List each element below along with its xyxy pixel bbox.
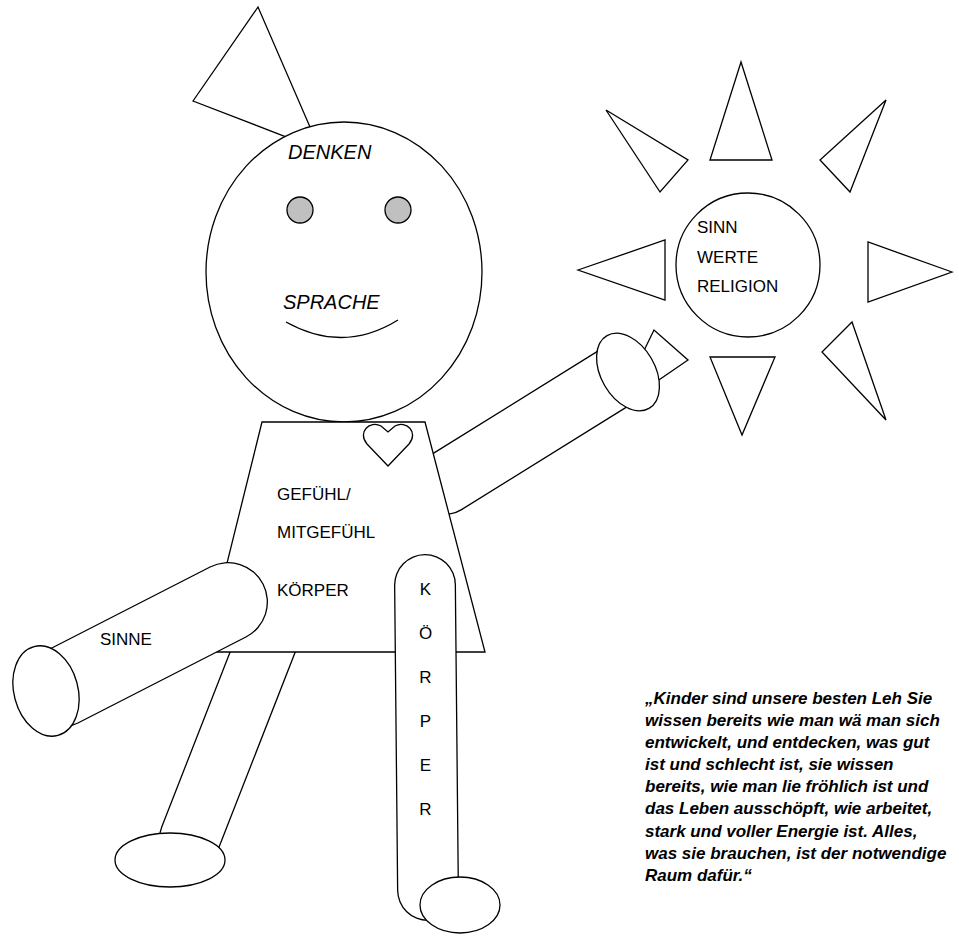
sun-label: RELIGION (697, 277, 778, 297)
head-circle-outline (200, 118, 490, 428)
right-leg-tube: KÖRPER (390, 550, 505, 940)
senses-label: SINNE (100, 630, 152, 650)
thinking-label: DENKEN (288, 140, 371, 164)
sun-circle-outline (670, 188, 830, 348)
sun-circle: SINN WERTE RELIGION (670, 188, 830, 348)
left-arm-tube-outline (10, 545, 285, 755)
vertical-body-label: KÖRPER (417, 568, 434, 832)
speech-label: SPRACHE (283, 290, 380, 314)
feeling-label: GEFÜHL/ MITGEFÜHL (277, 476, 397, 552)
hat-triangle (193, 7, 320, 150)
quote-text: „Kinder sind unsere besten Leh Sie wisse… (645, 688, 951, 887)
right-arm (445, 322, 672, 483)
right-leg-tube-outline (390, 550, 505, 940)
sun-label: SINN (697, 218, 738, 238)
body-label: KÖRPER (277, 581, 349, 601)
sun-rays (578, 62, 952, 435)
left-arm-tube: SINNE (10, 545, 285, 755)
sun-label: WERTE (697, 248, 758, 268)
head-circle: DENKEN SPRACHE (200, 118, 490, 428)
